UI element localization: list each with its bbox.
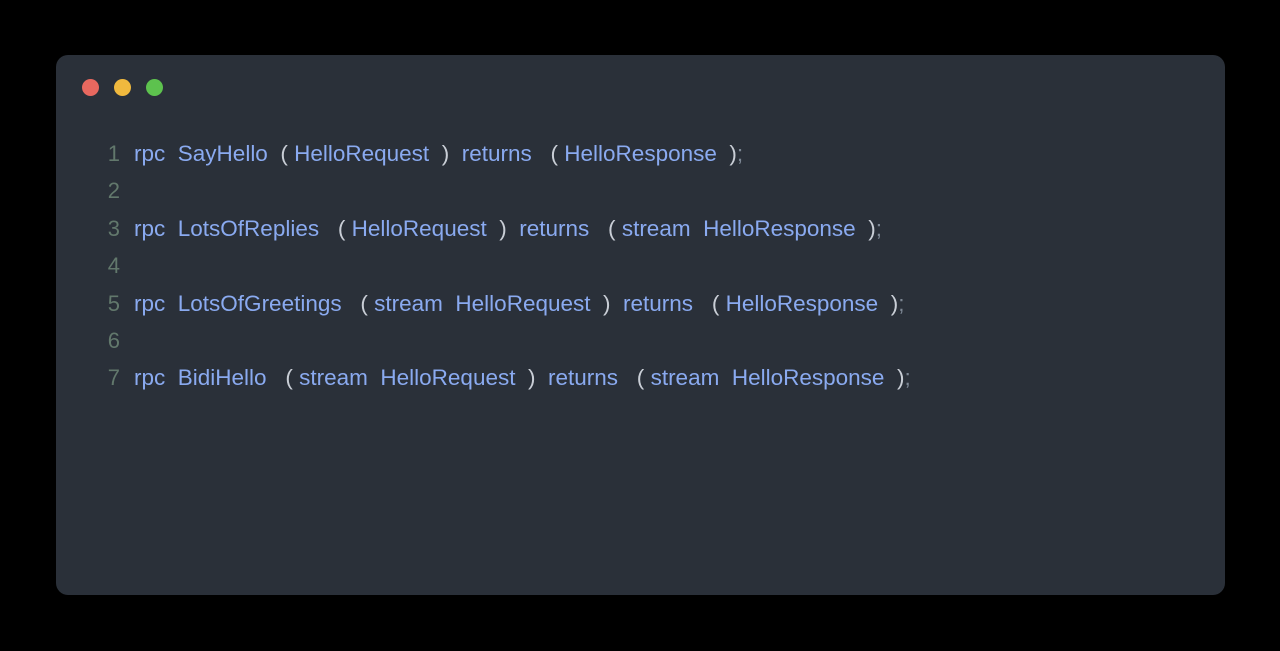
window-titlebar <box>56 55 1225 119</box>
code-token-sp <box>449 135 462 172</box>
code-token-sp <box>856 210 869 247</box>
code-token-sp <box>691 210 704 247</box>
code-line[interactable]: 7 rpc BidiHello ( stream HelloRequest ) r… <box>98 359 1225 396</box>
line-number: 1 <box>107 141 120 166</box>
code-token-punct: ) <box>729 141 737 166</box>
code-token-kw: rpc <box>134 141 166 166</box>
code-token-type: HelloResponse <box>703 215 856 241</box>
code-token-id: LotsOfReplies <box>177 215 320 241</box>
code-token-sp <box>165 359 178 396</box>
code-token-punct: ) <box>868 215 876 241</box>
code-token-punct: ) <box>896 365 905 391</box>
code-token-punct: ( <box>280 141 288 166</box>
code-token-sp <box>535 359 548 396</box>
code-token-sp <box>591 285 604 322</box>
code-token-sp <box>884 359 897 396</box>
code-token-sp <box>267 359 286 396</box>
code-window: 1 rpc SayHello ( HelloRequest ) returns (… <box>56 55 1225 595</box>
code-token-sp <box>429 135 442 172</box>
code-token-kw: stream <box>374 290 443 316</box>
code-token-sp <box>268 135 281 172</box>
code-token-punct: ) <box>890 290 899 316</box>
code-token-punct: ) <box>603 290 611 316</box>
code-line[interactable]: 5 rpc LotsOfGreetings ( stream HelloReque… <box>98 285 1225 322</box>
code-token-sp <box>319 210 338 247</box>
line-number: 6 <box>107 327 120 353</box>
code-token-sp <box>507 210 520 247</box>
close-button-icon[interactable] <box>82 78 99 96</box>
code-token-sp <box>165 135 178 172</box>
line-number: 2 <box>107 178 120 204</box>
code-token-sp <box>532 135 551 172</box>
code-token-semi: ; <box>904 365 911 391</box>
code-token-semi: ; <box>875 215 882 241</box>
code-token-sp <box>165 285 178 322</box>
code-token-type: HelloResponse <box>564 141 717 166</box>
code-line[interactable]: 4 <box>98 247 1225 284</box>
code-line[interactable]: 1 rpc SayHello ( HelloRequest ) returns (… <box>98 135 1225 172</box>
code-token-sp <box>342 285 361 322</box>
code-token-kw: rpc <box>134 365 166 391</box>
code-token-sp <box>719 359 732 396</box>
line-number: 5 <box>107 290 120 316</box>
code-token-sp <box>618 359 637 396</box>
code-token-kw: rpc <box>134 290 166 316</box>
code-token-sp <box>515 359 528 396</box>
code-editor[interactable]: 1 rpc SayHello ( HelloRequest ) returns (… <box>56 135 1225 397</box>
code-token-sp <box>589 210 608 247</box>
code-token-punct: ( <box>711 290 720 316</box>
code-token-sp <box>487 210 500 247</box>
code-token-type: HelloResponse <box>725 290 879 316</box>
code-token-kw: stream <box>650 365 720 391</box>
code-line-content: rpc LotsOfReplies ( HelloRequest ) retur… <box>134 210 882 247</box>
code-token-sp <box>717 135 730 172</box>
code-line-content: rpc LotsOfGreetings ( stream HelloReques… <box>134 285 904 322</box>
code-token-id: LotsOfGreetings <box>177 290 342 316</box>
line-number: 4 <box>107 253 120 279</box>
line-number: 3 <box>107 215 120 241</box>
code-token-sp <box>878 285 891 322</box>
minimize-button-icon[interactable] <box>114 78 131 96</box>
code-token-punct: ) <box>527 365 536 391</box>
code-token-punct: ( <box>285 365 293 391</box>
code-token-type: HelloRequest <box>351 215 487 241</box>
code-token-punct: ) <box>441 141 450 166</box>
code-token-punct: ( <box>360 290 368 316</box>
code-token-type: HelloRequest <box>294 141 430 166</box>
code-line-content: rpc BidiHello ( stream HelloRequest ) re… <box>134 359 911 396</box>
code-token-id: BidiHello <box>177 365 267 391</box>
code-token-kw: rpc <box>134 215 166 241</box>
code-token-kw: returns <box>461 141 532 166</box>
code-token-kw: returns <box>623 290 694 316</box>
code-token-sp <box>611 285 624 322</box>
code-token-sp <box>165 210 178 247</box>
code-token-punct: ( <box>636 365 645 391</box>
line-number: 7 <box>107 365 120 391</box>
code-token-kw: stream <box>299 365 368 391</box>
code-token-kw: returns <box>519 215 590 241</box>
code-line[interactable]: 2 <box>98 172 1225 209</box>
code-token-kw: returns <box>548 365 619 391</box>
code-line[interactable]: 6 <box>98 322 1225 359</box>
code-token-type: HelloResponse <box>731 365 885 391</box>
code-token-type: HelloRequest <box>380 365 516 391</box>
code-token-semi: ; <box>898 290 905 316</box>
code-token-punct: ) <box>499 215 507 241</box>
maximize-button-icon[interactable] <box>146 78 163 96</box>
code-token-kw: stream <box>621 215 691 241</box>
code-token-type: HelloRequest <box>455 290 591 316</box>
code-token-sp <box>443 285 456 322</box>
code-line[interactable]: 3 rpc LotsOfReplies ( HelloRequest ) retu… <box>98 210 1225 247</box>
code-token-punct: ( <box>608 215 616 241</box>
code-line-content: rpc SayHello ( HelloRequest ) returns ( … <box>134 135 743 172</box>
code-token-punct: ( <box>337 215 346 241</box>
code-token-sp <box>368 359 381 396</box>
code-token-sp <box>693 285 712 322</box>
code-token-id: SayHello <box>177 141 268 166</box>
code-token-punct: ( <box>550 141 559 166</box>
code-token-semi: ; <box>736 141 744 166</box>
